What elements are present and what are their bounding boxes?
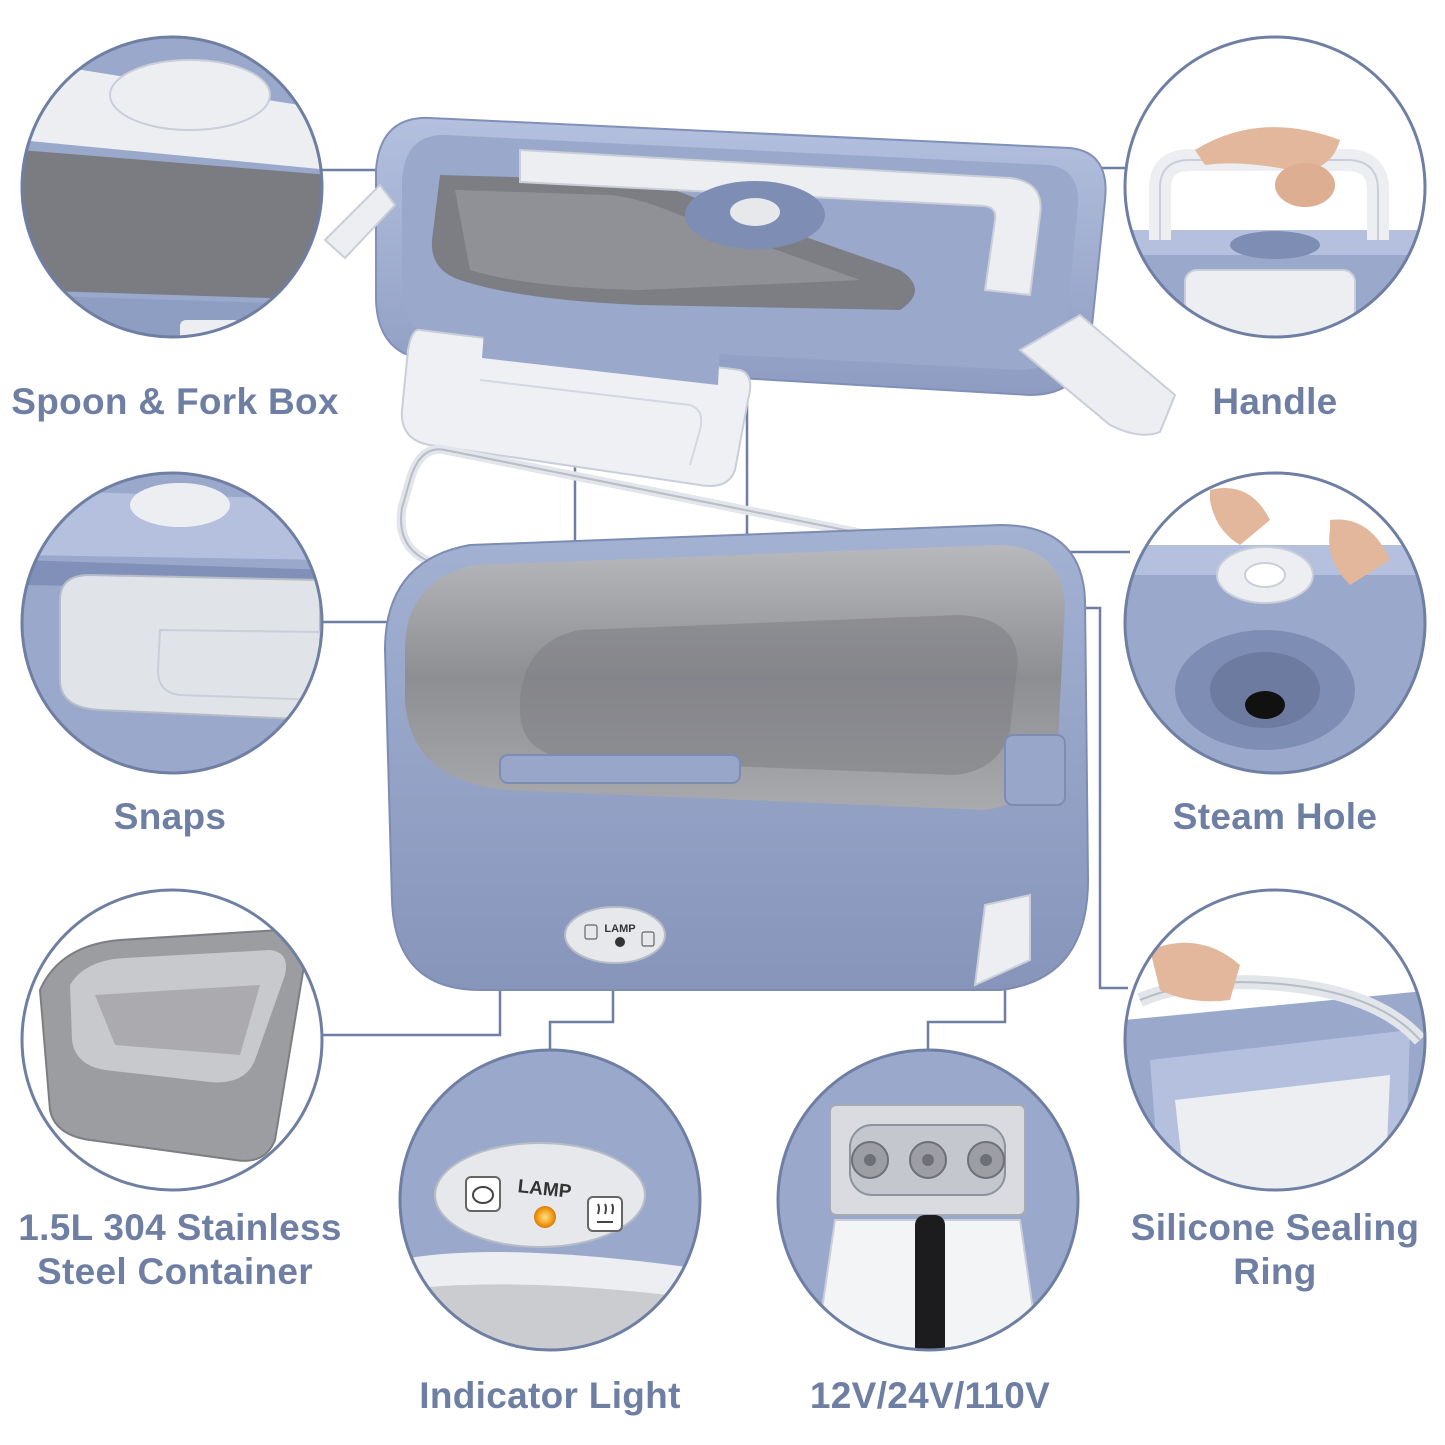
label-container-line2: Steel Container — [37, 1251, 313, 1292]
label-sealing-ring-line2: Ring — [1233, 1251, 1317, 1292]
label-voltage: 12V/24V/110V — [809, 1375, 1051, 1416]
sealing-ring-detail — [1123, 888, 1427, 1192]
label-container-line1: 1.5L 304 Stainless — [18, 1207, 342, 1248]
steel-container-detail — [20, 888, 324, 1192]
spoon-fork-box-detail — [20, 35, 324, 339]
label-handle: Handle — [1212, 381, 1338, 422]
label-spoon-fork-box: Spoon & Fork Box — [11, 381, 339, 422]
power-port-detail — [776, 1048, 1080, 1352]
lunchbox-base: LAMP — [383, 523, 1090, 991]
snap-detail — [20, 471, 324, 775]
panel-lamp-text: LAMP — [604, 923, 635, 935]
label-sealing-ring-line1: Silicone Sealing — [1130, 1207, 1420, 1248]
steam-hole-detail — [1123, 471, 1427, 775]
indicator-light-detail: LAMP — [398, 1048, 702, 1352]
led-light-icon — [534, 1206, 556, 1228]
handle-detail — [1123, 35, 1427, 339]
label-indicator-light: Indicator Light — [419, 1375, 681, 1416]
label-steam-hole: Steam Hole — [1172, 796, 1378, 837]
lunchbox-lid — [323, 116, 1177, 436]
label-snaps: Snaps — [113, 796, 227, 837]
front-snap — [400, 318, 752, 487]
